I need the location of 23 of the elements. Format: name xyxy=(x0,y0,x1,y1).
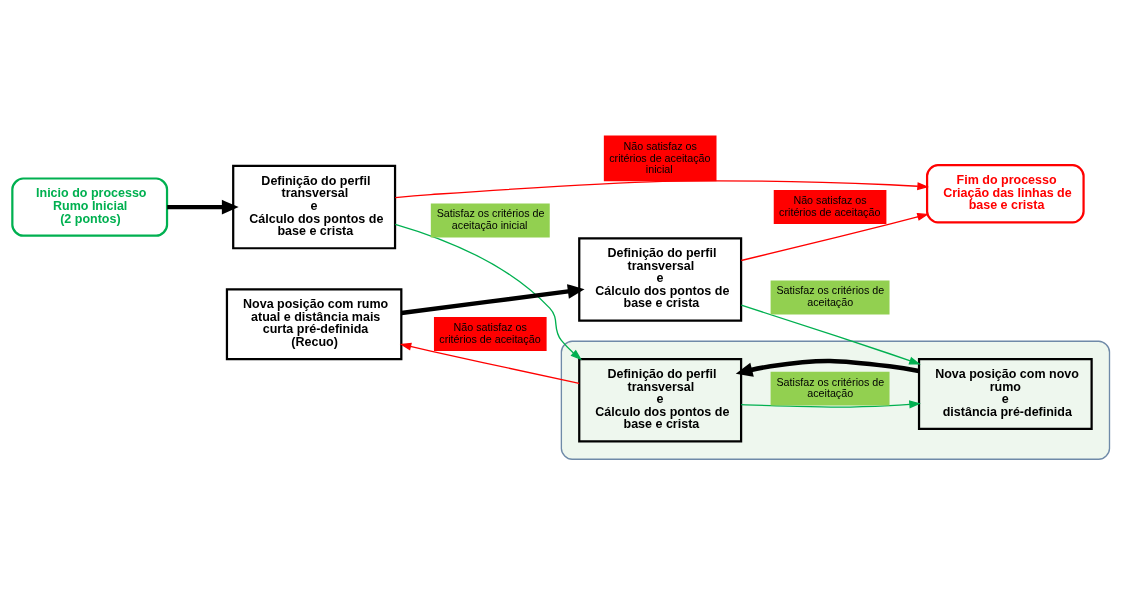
arrow xyxy=(394,180,929,199)
arrow xyxy=(740,304,921,365)
node-box: Definição do perfil transversal e Cálculo dos pontos de base e crista xyxy=(578,237,743,322)
node-box: Nova posição com novo rumo e distância pré-definida xyxy=(917,358,1093,430)
node-box: Inicio do processo Rumo Inicial (2 pontos) xyxy=(11,177,169,237)
node-box: Definição do perfil transversal e Cálculo dos pontos de base e crista xyxy=(232,164,397,250)
edge-label: Não satisfaz os critérios de aceitação xyxy=(439,321,541,345)
node-box: Definição do perfil transversal e Cálculo dos pontos de base e crista xyxy=(578,358,743,443)
cluster xyxy=(560,340,1111,460)
edge-label: Satisfaz os critérios de aceitação xyxy=(776,284,885,309)
arrow xyxy=(401,284,585,316)
arrow xyxy=(394,223,582,361)
edge-label: Não satisfaz os critérios de aceitação inicial xyxy=(609,139,711,176)
edge-label: Satisfaz os critérios de aceitação inicial xyxy=(436,207,545,232)
edge-label: Não satisfaz os critérios de aceitação xyxy=(779,194,881,218)
arrow xyxy=(167,199,239,215)
arrow xyxy=(740,212,929,262)
node-box: Fim do processo Criação das linhas de base e crista xyxy=(925,163,1085,224)
node-box: Nova posição com rumo atual e distância mais curta pré-definida (Recuo) xyxy=(225,288,403,361)
arrow xyxy=(735,358,920,377)
arrow xyxy=(740,400,921,409)
edge-label: Satisfaz os critérios de aceitação xyxy=(776,375,885,400)
arrow xyxy=(399,342,580,384)
